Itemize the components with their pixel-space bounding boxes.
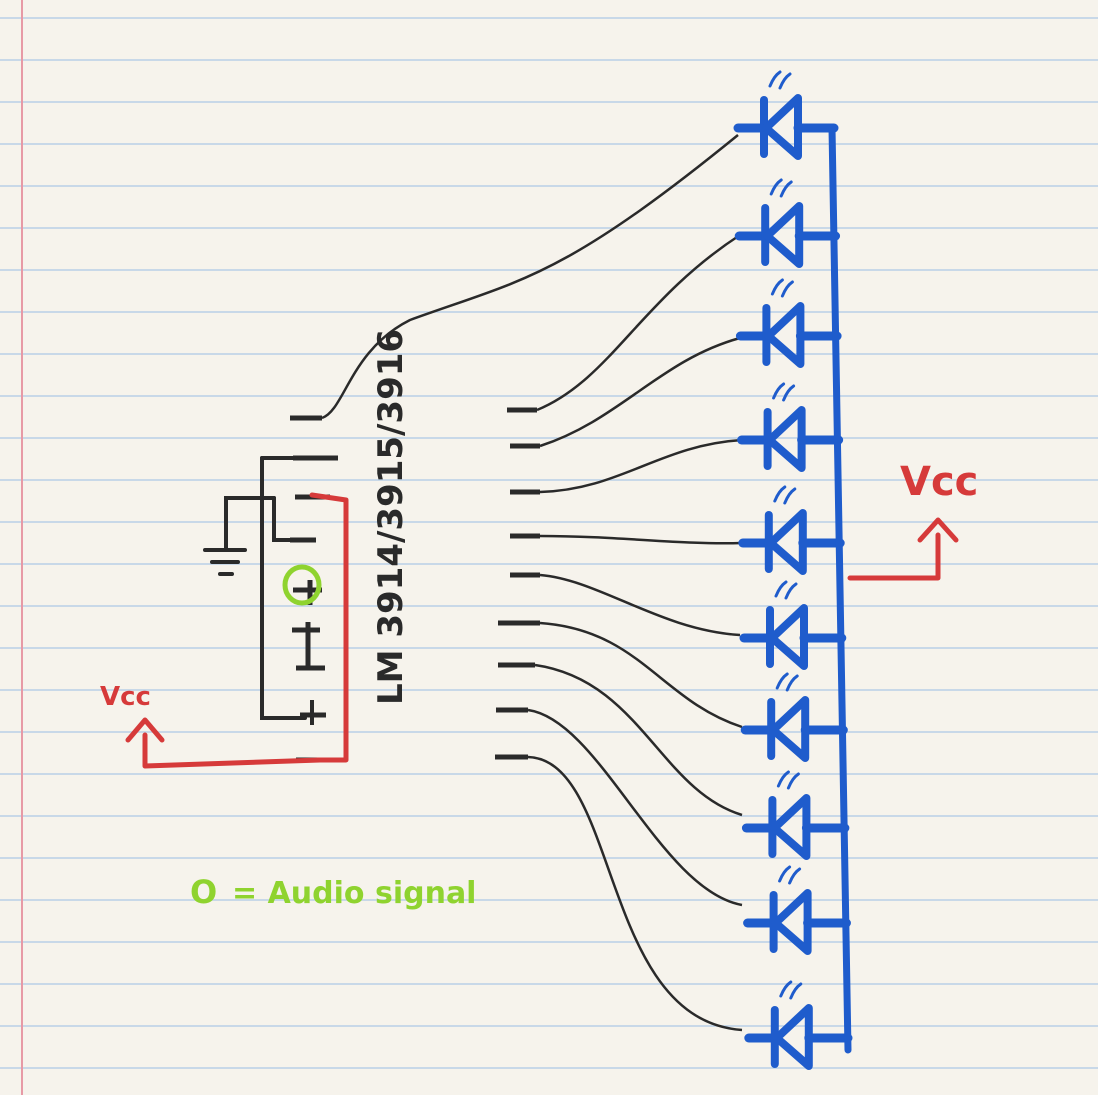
led-4 [737,382,844,472]
led-wire-8 [534,663,743,817]
power-wiring [125,492,959,769]
led-light-arrows [769,178,793,198]
vcc-left-arrow [125,717,165,743]
led-light-arrows [778,865,802,885]
legend-text: = Audio signal [232,876,476,911]
led-7 [740,672,848,762]
led-light-arrows [775,672,799,692]
led-wire-6 [539,573,741,637]
led-wire-2 [536,233,741,412]
led-wire-7 [539,621,743,729]
led-9 [743,865,851,955]
led-3 [735,278,842,368]
legend-symbol: O [190,873,217,911]
led-wire-10 [527,755,743,1032]
chip-label: LM 3914/3915/3916 [371,329,411,705]
led-2 [734,178,841,268]
led-wire-5 [539,534,743,545]
power-wire-chip [309,492,349,763]
led-wires [321,134,743,1032]
led-light-arrows [779,980,803,1000]
power-wire-right [847,532,941,581]
led-wire-3 [539,336,741,448]
audio-signal-marker [282,564,322,606]
led-6 [739,580,847,670]
vcc-right-label: Vcc [900,459,978,505]
wire-pin3-pin4 [272,496,297,542]
vcc-left-label: Vcc [100,682,151,712]
ruled-lines [0,17,1098,1069]
led-light-arrows [773,485,797,505]
led-1 [733,70,839,160]
led-8 [741,770,850,860]
led-10 [744,980,853,1070]
led-light-arrows [774,580,798,600]
led-light-arrows [772,382,796,402]
led-light-arrows [776,770,800,790]
led-array [733,70,853,1070]
led-light-arrows [770,278,794,298]
led-wire-9 [527,708,743,907]
power-wire-left [142,732,323,769]
led-5 [738,485,845,575]
led-common-bus [828,124,852,1054]
wire-to-ground [224,496,276,550]
vcc-right-arrow [917,517,959,543]
chip-left-wiring [203,456,307,720]
led-light-arrows [768,70,792,90]
led-wire-4 [539,438,743,494]
led-wire-1 [321,134,739,420]
wire-pin2-pin8 [260,456,307,720]
